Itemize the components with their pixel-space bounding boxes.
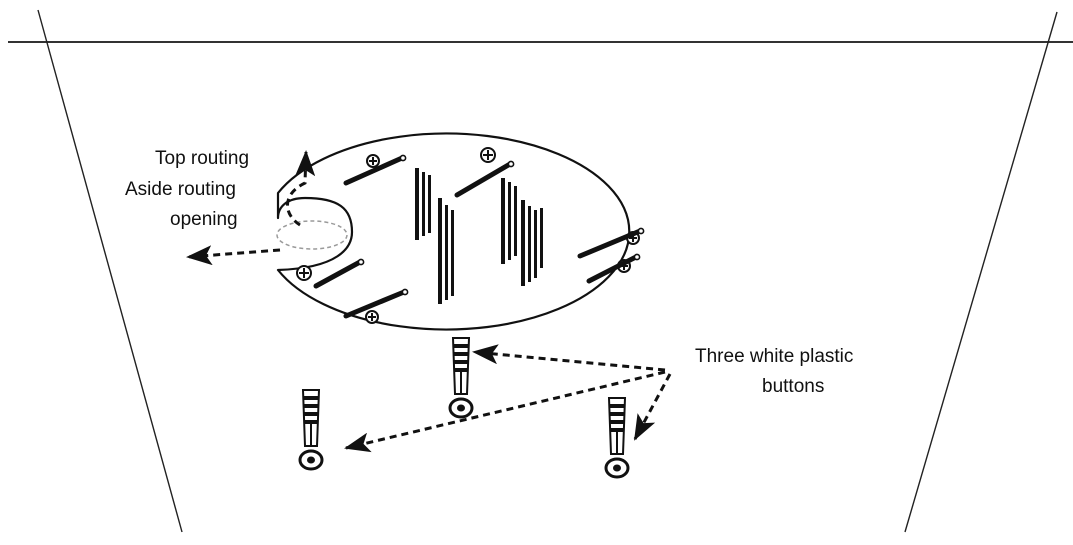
buttons-label-line2: buttons <box>762 376 824 397</box>
diagram-labels: Top routing Aside routing opening Three … <box>125 148 853 397</box>
screw-hole <box>480 147 496 163</box>
top-routing-label: Top routing <box>155 148 249 169</box>
pointer-arrow-left-button <box>344 370 666 453</box>
pointer-arrow-right-button <box>633 373 672 441</box>
buttons-label-line1: Three white plastic <box>695 346 853 367</box>
plastic-button <box>298 389 324 471</box>
screw-hole <box>296 265 312 281</box>
aside-routing-label-line1: Aside routing <box>125 179 236 200</box>
keyhole-slot <box>454 161 513 198</box>
keyhole-slot <box>577 228 643 259</box>
screw-hole <box>366 154 380 168</box>
aside-routing-arrow <box>186 245 281 266</box>
mounting-plate <box>276 132 645 331</box>
plate-markings <box>415 168 543 304</box>
pointer-arrow-center-button <box>472 344 666 372</box>
keyhole-slots <box>313 155 643 319</box>
keyhole-slot <box>313 259 363 289</box>
top-routing-arrow <box>286 150 316 227</box>
keyhole-slot <box>586 254 639 284</box>
button-pointer-arrows <box>344 344 672 453</box>
keyhole-slot <box>343 289 407 319</box>
aside-routing-label-line2: opening <box>170 209 238 230</box>
plastic-buttons <box>298 337 630 479</box>
ceiling-lines <box>8 9 1073 533</box>
left-wall-line <box>37 9 183 533</box>
right-wall-line <box>904 11 1058 533</box>
routing-arrows <box>186 150 316 266</box>
aside-routing-opening <box>276 220 348 250</box>
plastic-button <box>604 397 630 479</box>
screw-hole <box>365 310 379 324</box>
keyhole-slot <box>343 155 405 186</box>
keyhole-ends <box>357 154 645 296</box>
plastic-button <box>448 337 474 419</box>
